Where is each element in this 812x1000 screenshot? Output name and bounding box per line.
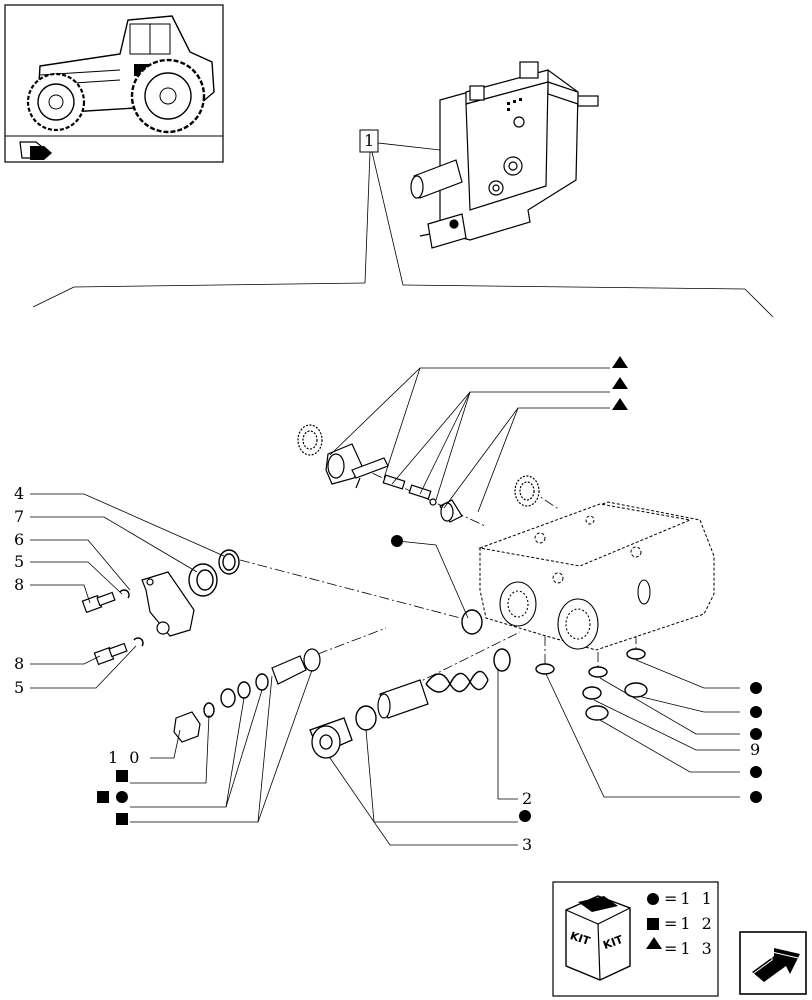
book-arrow-icon[interactable] xyxy=(19,141,52,160)
callout-leaders xyxy=(30,367,740,846)
seal-ring-upper xyxy=(461,609,483,635)
callout-8a: 8 xyxy=(14,575,28,594)
callout-8b: 8 xyxy=(14,654,28,673)
callout-2: 2 xyxy=(522,789,536,808)
seal-ring-2 xyxy=(493,648,511,672)
screw-8b xyxy=(93,642,128,666)
bracket-6 xyxy=(141,571,195,637)
valve-body xyxy=(478,501,715,651)
callout-4: 4 xyxy=(14,484,28,503)
plug-3 xyxy=(309,717,353,759)
main-ref-box xyxy=(359,129,379,153)
callout-10: 1 0 xyxy=(108,748,143,767)
next-page-arrow-icon[interactable] xyxy=(739,931,807,995)
callout-5a: 5 xyxy=(14,552,28,571)
main-ref-label: 1 xyxy=(364,131,378,150)
gear-left xyxy=(297,424,323,456)
piston xyxy=(377,679,429,719)
legend-triangle-text: =1 3 xyxy=(664,939,715,958)
screw-8a xyxy=(81,591,116,614)
compression-spring xyxy=(425,670,489,693)
kit-legend xyxy=(552,881,719,997)
circle-symbol xyxy=(116,535,762,822)
spool-spring xyxy=(271,648,321,685)
callout-7: 7 xyxy=(14,507,28,526)
callout-6: 6 xyxy=(14,530,28,549)
gear-right xyxy=(514,475,540,507)
port-orings xyxy=(535,648,648,721)
control-valve-overview xyxy=(410,61,599,249)
detent-cam xyxy=(325,443,389,489)
callout-5b: 5 xyxy=(14,678,28,697)
seal-ring-4 xyxy=(218,549,240,575)
wiper-seal-7 xyxy=(188,563,218,597)
seal-ring-3 xyxy=(355,705,377,731)
valve-ports xyxy=(499,579,651,650)
callout-3: 3 xyxy=(522,835,536,854)
detent-springs xyxy=(382,474,463,523)
plug-10 xyxy=(173,711,201,743)
legend-circle-text: =1 1 xyxy=(664,889,715,908)
circlip-5b xyxy=(133,637,144,647)
triangle-symbol xyxy=(612,356,628,410)
tractor-thumbnail[interactable] xyxy=(4,4,224,163)
square-symbol xyxy=(97,770,128,825)
circlip-5a xyxy=(119,589,130,599)
reference-leaders xyxy=(32,142,774,318)
spool-seals xyxy=(203,673,269,718)
legend-square-text: =1 2 xyxy=(664,914,715,933)
callout-9: 9 xyxy=(750,740,764,759)
